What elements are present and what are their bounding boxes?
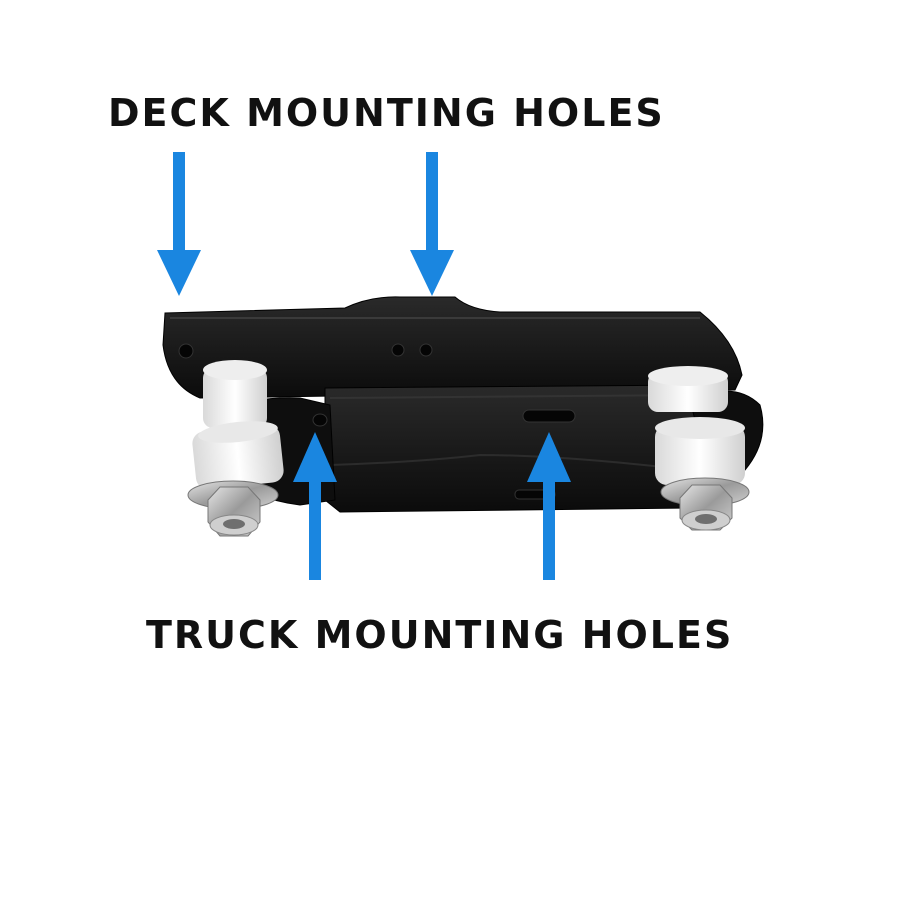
truck-hole [312, 413, 328, 427]
left-bushing-stack [192, 360, 284, 490]
deck-arrow-left [157, 152, 201, 296]
truck-plate [324, 384, 706, 513]
right-bushing-stack [648, 366, 745, 485]
truck-arrow-right [527, 432, 571, 580]
truck-arrow-left [293, 432, 337, 580]
deck-hole [419, 343, 433, 357]
truck-slot [522, 409, 576, 423]
deck-arrow-right [410, 152, 454, 296]
truck-mounting-holes-label: TRUCK MOUNTING HOLES [146, 613, 734, 657]
left-nut [187, 480, 279, 537]
deck-hole [391, 343, 405, 357]
deck-hole [178, 343, 194, 359]
right-nut [660, 477, 750, 531]
deck-mounting-holes-label: DECK MOUNTING HOLES [108, 91, 665, 135]
deck-plate [162, 296, 743, 399]
